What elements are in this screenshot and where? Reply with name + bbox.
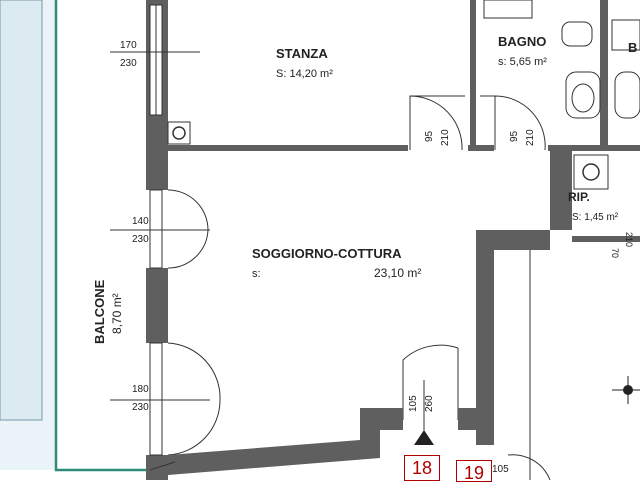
dim-door-rip-w: 70 bbox=[610, 248, 620, 259]
wall-bagno-rip bbox=[548, 145, 640, 151]
exterior-wall-mid bbox=[146, 268, 168, 343]
wall-stanza-bagno-vertical bbox=[470, 0, 476, 150]
dim-window-bottom-h: 230 bbox=[132, 402, 149, 413]
stair-arc bbox=[507, 454, 551, 480]
dim-door-entry-w: 105 bbox=[408, 395, 419, 412]
unit-number-19: 19 bbox=[456, 460, 492, 483]
entry-arrow-18 bbox=[414, 430, 434, 445]
balcony-glass bbox=[0, 0, 43, 421]
room-name-rip: RIP. bbox=[568, 190, 590, 204]
dim-door-stanza-h: 210 bbox=[440, 129, 451, 146]
room-area-stanza: S: 14,20 m² bbox=[276, 68, 333, 80]
dim-window-top-h: 230 bbox=[132, 234, 149, 245]
dim-window-stanza-h: 230 bbox=[120, 58, 137, 69]
door-entry bbox=[402, 344, 459, 420]
dim-window-top-w: 140 bbox=[132, 216, 149, 227]
room-area-soggiorno-prefix: s: bbox=[252, 268, 261, 280]
shaft bbox=[167, 121, 191, 145]
room-area-soggiorno-value: 23,10 m² bbox=[374, 266, 422, 280]
room-area-rip: S: 1,45 m² bbox=[572, 212, 619, 223]
dim-window-bottom-w: 180 bbox=[132, 384, 149, 395]
room-name-balcone: BALCONE bbox=[92, 279, 107, 344]
door-stanza bbox=[409, 95, 463, 151]
dim-door-stanza-w: 95 bbox=[424, 130, 435, 142]
room-area-bagno: s: 5,65 m² bbox=[498, 56, 547, 68]
wall-stanza-soggiorno bbox=[168, 145, 408, 151]
wall-corridor bbox=[476, 230, 550, 445]
unit-number-18: 18 bbox=[404, 455, 440, 481]
room-name-soggiorno: SOGGIORNO-COTTURA bbox=[252, 246, 402, 261]
window-frame-low bbox=[149, 342, 163, 456]
dim-door-bagno-w: 95 bbox=[509, 130, 520, 142]
dim-door-rip-h: 210 bbox=[624, 232, 634, 248]
window-frame-mid bbox=[149, 189, 163, 269]
dim-door-unit19-w: 105 bbox=[492, 464, 509, 475]
wall-rip-bottom bbox=[572, 236, 640, 242]
door-bagno bbox=[494, 95, 546, 151]
door-swing-top bbox=[167, 189, 209, 269]
dim-window-stanza-w: 170 bbox=[120, 40, 137, 51]
wall-rip-left bbox=[550, 150, 572, 230]
dim-door-entry-h: 260 bbox=[424, 395, 435, 412]
room-name-stanza: STANZA bbox=[276, 46, 328, 61]
bathtub bbox=[483, 0, 533, 19]
room-name-bagno-2: B bbox=[628, 40, 638, 55]
dim-door-bagno-h: 210 bbox=[525, 129, 536, 146]
wall-bottom bbox=[168, 408, 403, 475]
room-name-bagno: BAGNO bbox=[498, 34, 547, 49]
room-area-balcone: 8,70 m² bbox=[110, 293, 124, 334]
balcony-outline bbox=[54, 0, 150, 472]
wall-bagno-bagno bbox=[600, 0, 608, 150]
wall-stanza-bagno bbox=[468, 145, 494, 151]
door-swing-bottom bbox=[167, 342, 221, 456]
